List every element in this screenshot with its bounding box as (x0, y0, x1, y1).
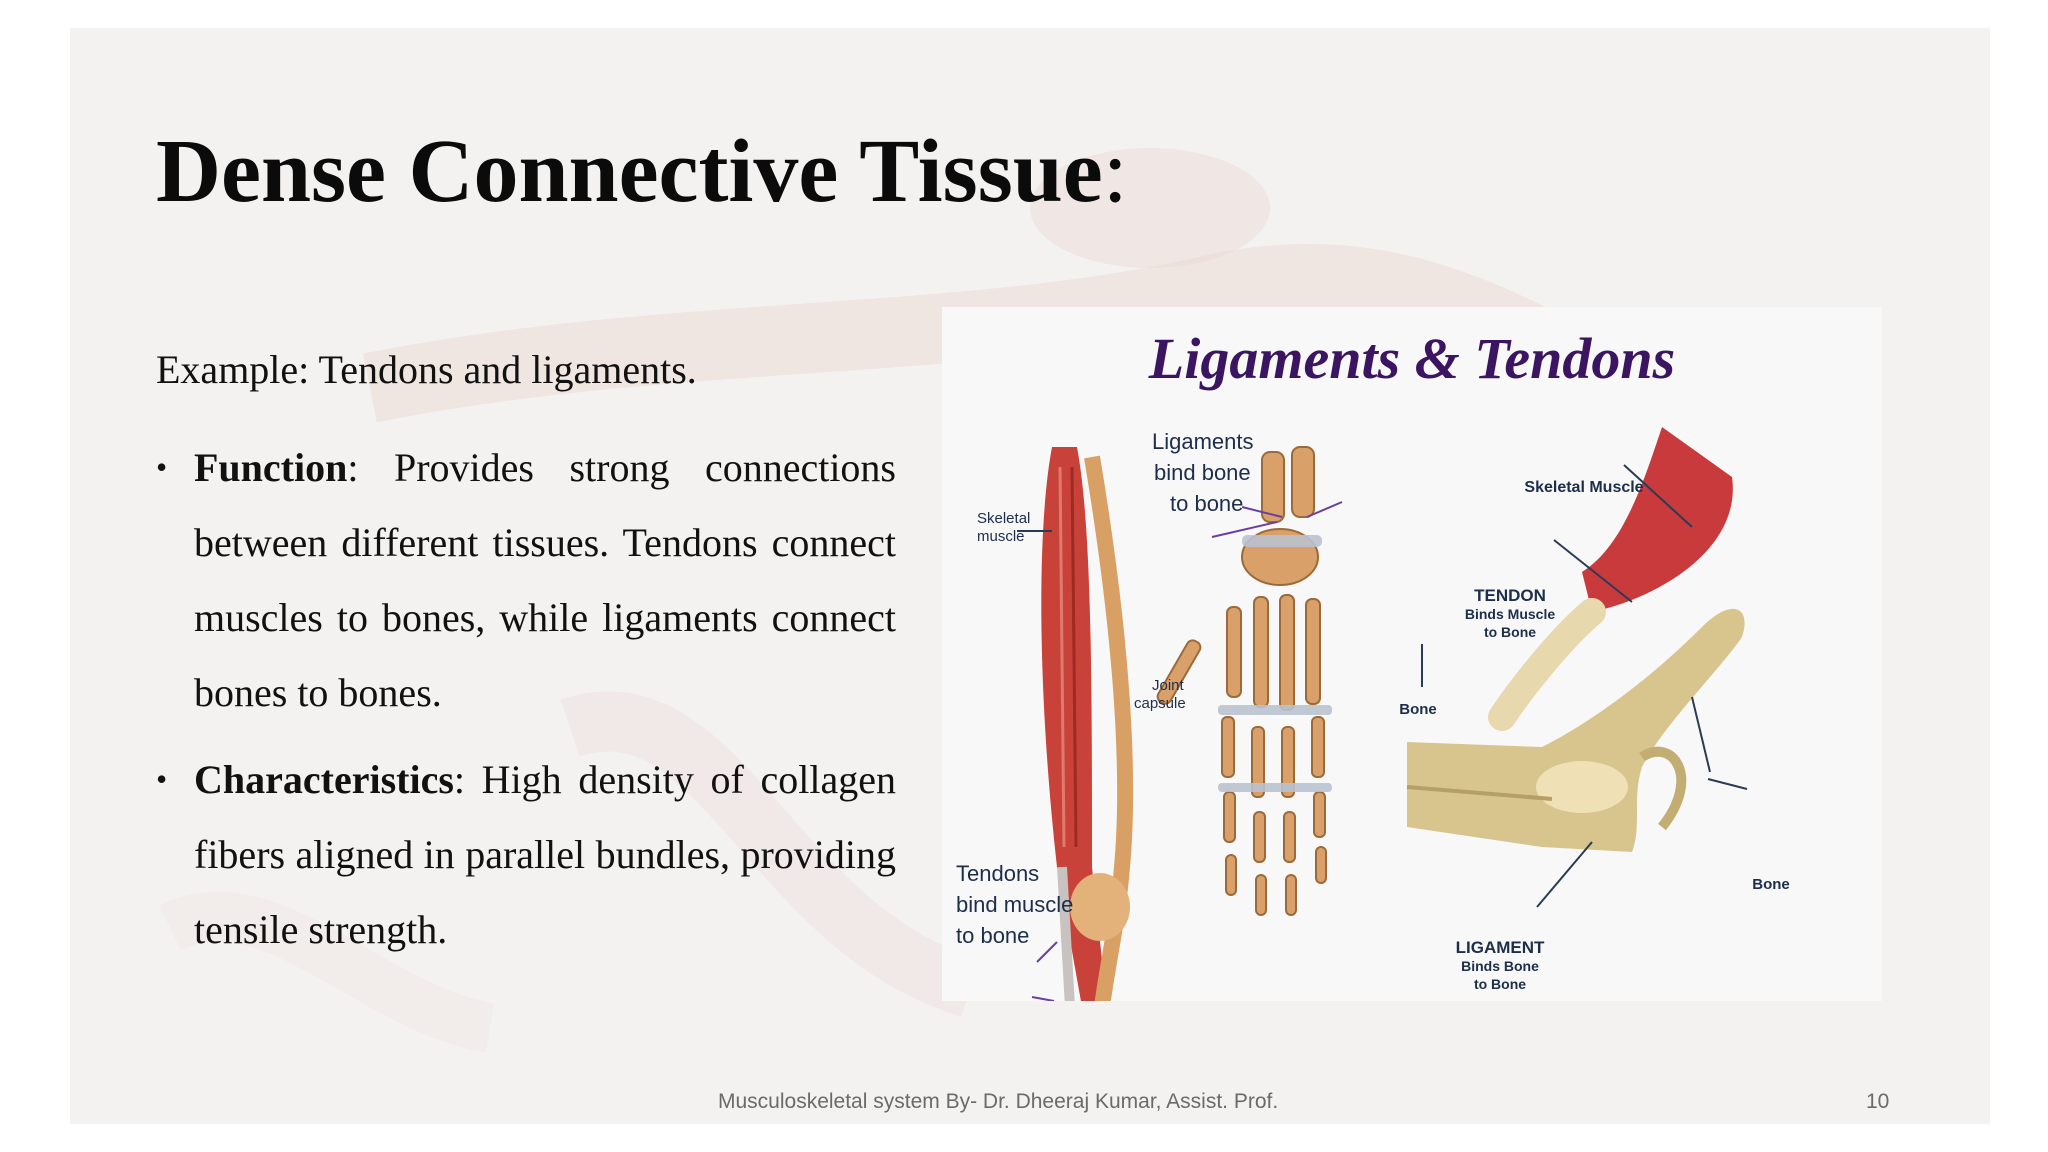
bullet-text: High density of collagen fibers aligned … (194, 757, 896, 952)
label-bone-left: Bone (1399, 701, 1437, 718)
label-tendons: Tendons (956, 861, 1039, 886)
bullet-term: Characteristics (194, 757, 454, 802)
figure-title: Ligaments & Tendons (1148, 326, 1676, 391)
bullet-marker: • (156, 761, 168, 797)
svg-text:Binds Muscle: Binds Muscle (1465, 606, 1555, 622)
forearm-muscle-illustration (1041, 447, 1134, 1001)
ligaments-tendons-figure: Ligaments & Tendons (942, 307, 1882, 1001)
label-bone-right: Bone (1752, 876, 1790, 893)
label-ligament: LIGAMENT (1456, 938, 1545, 957)
elbow-joint-illustration (1406, 427, 1745, 852)
pointer-arrows (1031, 501, 1343, 1001)
svg-text:muscle: muscle (977, 528, 1025, 545)
hand-skeleton-illustration (1156, 446, 1327, 916)
bullet-term: Function (194, 445, 348, 490)
svg-text:to bone: to bone (956, 923, 1029, 948)
bullet-characteristics: • Characteristics: High density of colla… (156, 742, 896, 967)
ligament-bands (1218, 535, 1332, 792)
svg-text:capsule: capsule (1134, 695, 1186, 712)
svg-text:Binds Bone: Binds Bone (1461, 958, 1539, 974)
page-number: 10 (1866, 1090, 1890, 1113)
svg-text:bind muscle: bind muscle (956, 892, 1073, 917)
label-skeletal-muscle: Skeletal Muscle (1524, 479, 1643, 496)
svg-text:to bone: to bone (1170, 491, 1243, 516)
svg-text:to Bone: to Bone (1474, 976, 1526, 992)
label-tendon: TENDON (1474, 586, 1546, 605)
label-joint-capsule: Joint (1152, 677, 1185, 694)
bullet-list: • Function: Provides strong connections … (156, 430, 896, 979)
slide-footer: Musculoskeletal system By- Dr. Dheeraj K… (718, 1090, 1279, 1113)
svg-text:bind bone: bind bone (1154, 460, 1251, 485)
label-skeletal-muscle-small: Skeletal (977, 510, 1030, 527)
bullet-text: Provides strong connections between diff… (194, 445, 896, 715)
label-ligaments: Ligaments (1152, 429, 1254, 454)
bullet-function: • Function: Provides strong connections … (156, 430, 896, 730)
anatomy-illustration: Skeletal muscle Ligaments bind bone to b… (956, 427, 1790, 1001)
bullet-marker: • (156, 449, 168, 485)
svg-text:to Bone: to Bone (1484, 624, 1536, 640)
leader-lines (1017, 464, 1748, 908)
slide: Dense Connective Tissue: Example: Tendon… (70, 28, 1990, 1124)
slide-title: Dense Connective Tissue: (156, 122, 1128, 221)
example-text: Example: Tendons and ligaments. (156, 347, 697, 392)
